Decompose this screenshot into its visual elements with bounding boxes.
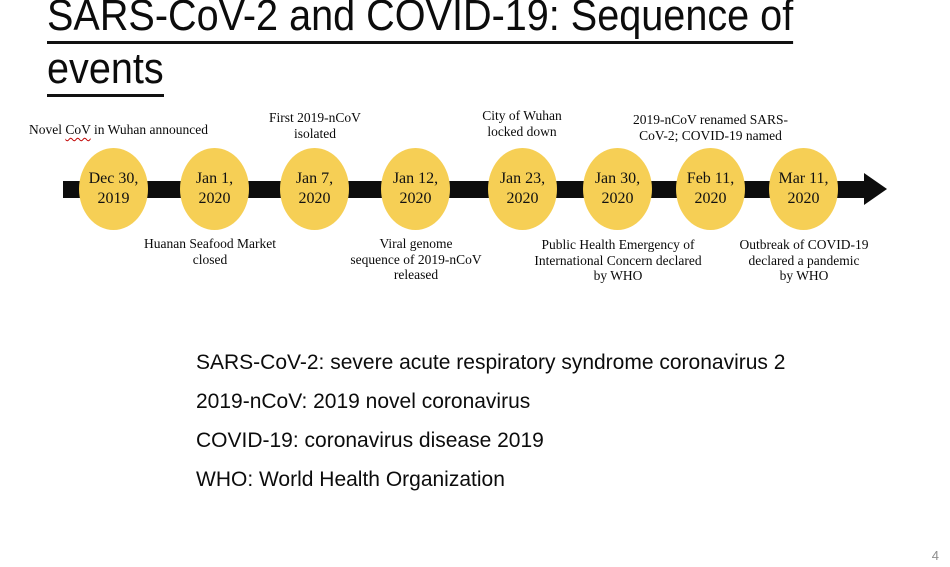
definition-who: WHO: World Health Organization (196, 468, 505, 491)
event-date: Mar 11, (778, 170, 829, 187)
spellcheck-flagged-word: CoV (65, 122, 91, 137)
annotation-line: closed (192, 251, 228, 267)
timeline-event-circle-jan7: Jan 7, 2020 (280, 148, 349, 230)
definition-covid-19: COVID-19: coronavirus disease 2019 (196, 429, 544, 452)
annotation-genome-released: Viral genome sequence of 2019-nCoV relea… (316, 236, 516, 283)
annotation-line: isolated (294, 125, 336, 141)
slide-title: SARS-CoV-2 and COVID-19: Sequence of eve… (47, 0, 794, 100)
definitions-list: SARS-CoV-2: severe acute respiratory syn… (196, 343, 785, 499)
annotation-pheic-declared: Public Health Emergency of International… (518, 237, 718, 284)
timeline-event-circle-jan12: Jan 12, 2020 (381, 148, 450, 230)
annotation-renamed: 2019-nCoV renamed SARS- CoV-2; COVID-19 … (613, 112, 808, 143)
annotation-pandemic-declared: Outbreak of COVID-19 declared a pandemic… (704, 237, 904, 284)
annotation-line: by WHO (593, 268, 643, 283)
annotation-line: by WHO (779, 268, 829, 283)
event-year: 2020 (601, 190, 634, 207)
annotation-first-isolated: First 2019-nCoV isolated (235, 110, 395, 141)
annotation-novel-cov: Novel CoV in Wuhan announced (29, 122, 208, 138)
timeline-event-circle-dec30: Dec 30, 2019 (79, 148, 148, 230)
page-number: 4 (931, 548, 939, 563)
annotation-line: City of Wuhan (482, 108, 562, 123)
annotation-line: International Concern declared (534, 252, 702, 268)
timeline-event-circle-jan1: Jan 1, 2020 (180, 148, 249, 230)
event-date: Dec 30, (88, 170, 139, 187)
annotation-market-closed: Huanan Seafood Market closed (110, 236, 310, 267)
annotation-line: released (393, 267, 439, 282)
slide-title-line1: SARS-CoV-2 and COVID-19: Sequence of (47, 0, 794, 44)
annotation-wuhan-lockdown: City of Wuhan locked down (442, 108, 602, 139)
annotation-line: First 2019-nCoV (269, 110, 361, 125)
event-year: 2020 (694, 190, 727, 207)
annotation-line: Outbreak of COVID-19 (739, 237, 869, 252)
annotation-line: 2019-nCoV renamed SARS- (633, 112, 788, 127)
annotation-line: sequence of 2019-nCoV (350, 251, 482, 267)
event-date: Jan 12, (392, 170, 439, 187)
timeline-event-circle-jan30: Jan 30, 2020 (583, 148, 652, 230)
timeline-bar (63, 181, 865, 198)
timeline-event-circle-feb11: Feb 11, 2020 (676, 148, 745, 230)
event-year: 2020 (787, 190, 820, 207)
event-year: 2020 (198, 190, 231, 207)
slide-title-line2: events (47, 47, 164, 97)
event-date: Feb 11, (686, 170, 735, 187)
event-year: 2020 (506, 190, 539, 207)
annotation-line: Public Health Emergency of (541, 237, 695, 252)
timeline-arrowhead-icon (864, 173, 887, 205)
annotation-text: Novel (29, 122, 66, 137)
event-date: Jan 23, (499, 170, 546, 187)
annotation-line: declared a pandemic (748, 252, 860, 268)
event-year: 2020 (399, 190, 432, 207)
annotation-line: CoV-2; COVID-19 named (639, 127, 782, 143)
event-date: Jan 7, (295, 170, 334, 187)
annotation-line: Huanan Seafood Market (144, 236, 276, 251)
definition-2019-ncov: 2019-nCoV: 2019 novel coronavirus (196, 390, 531, 413)
event-date: Jan 1, (195, 170, 234, 187)
event-year: 2020 (298, 190, 331, 207)
annotation-text: in Wuhan announced (90, 122, 208, 137)
definition-sars-cov-2: SARS-CoV-2: severe acute respiratory syn… (196, 351, 786, 374)
timeline-event-circle-mar11: Mar 11, 2020 (769, 148, 838, 230)
annotation-line: locked down (487, 123, 557, 139)
event-year: 2019 (97, 190, 130, 207)
timeline-event-circle-jan23: Jan 23, 2020 (488, 148, 557, 230)
event-date: Jan 30, (594, 170, 641, 187)
annotation-line: Viral genome (379, 236, 453, 251)
